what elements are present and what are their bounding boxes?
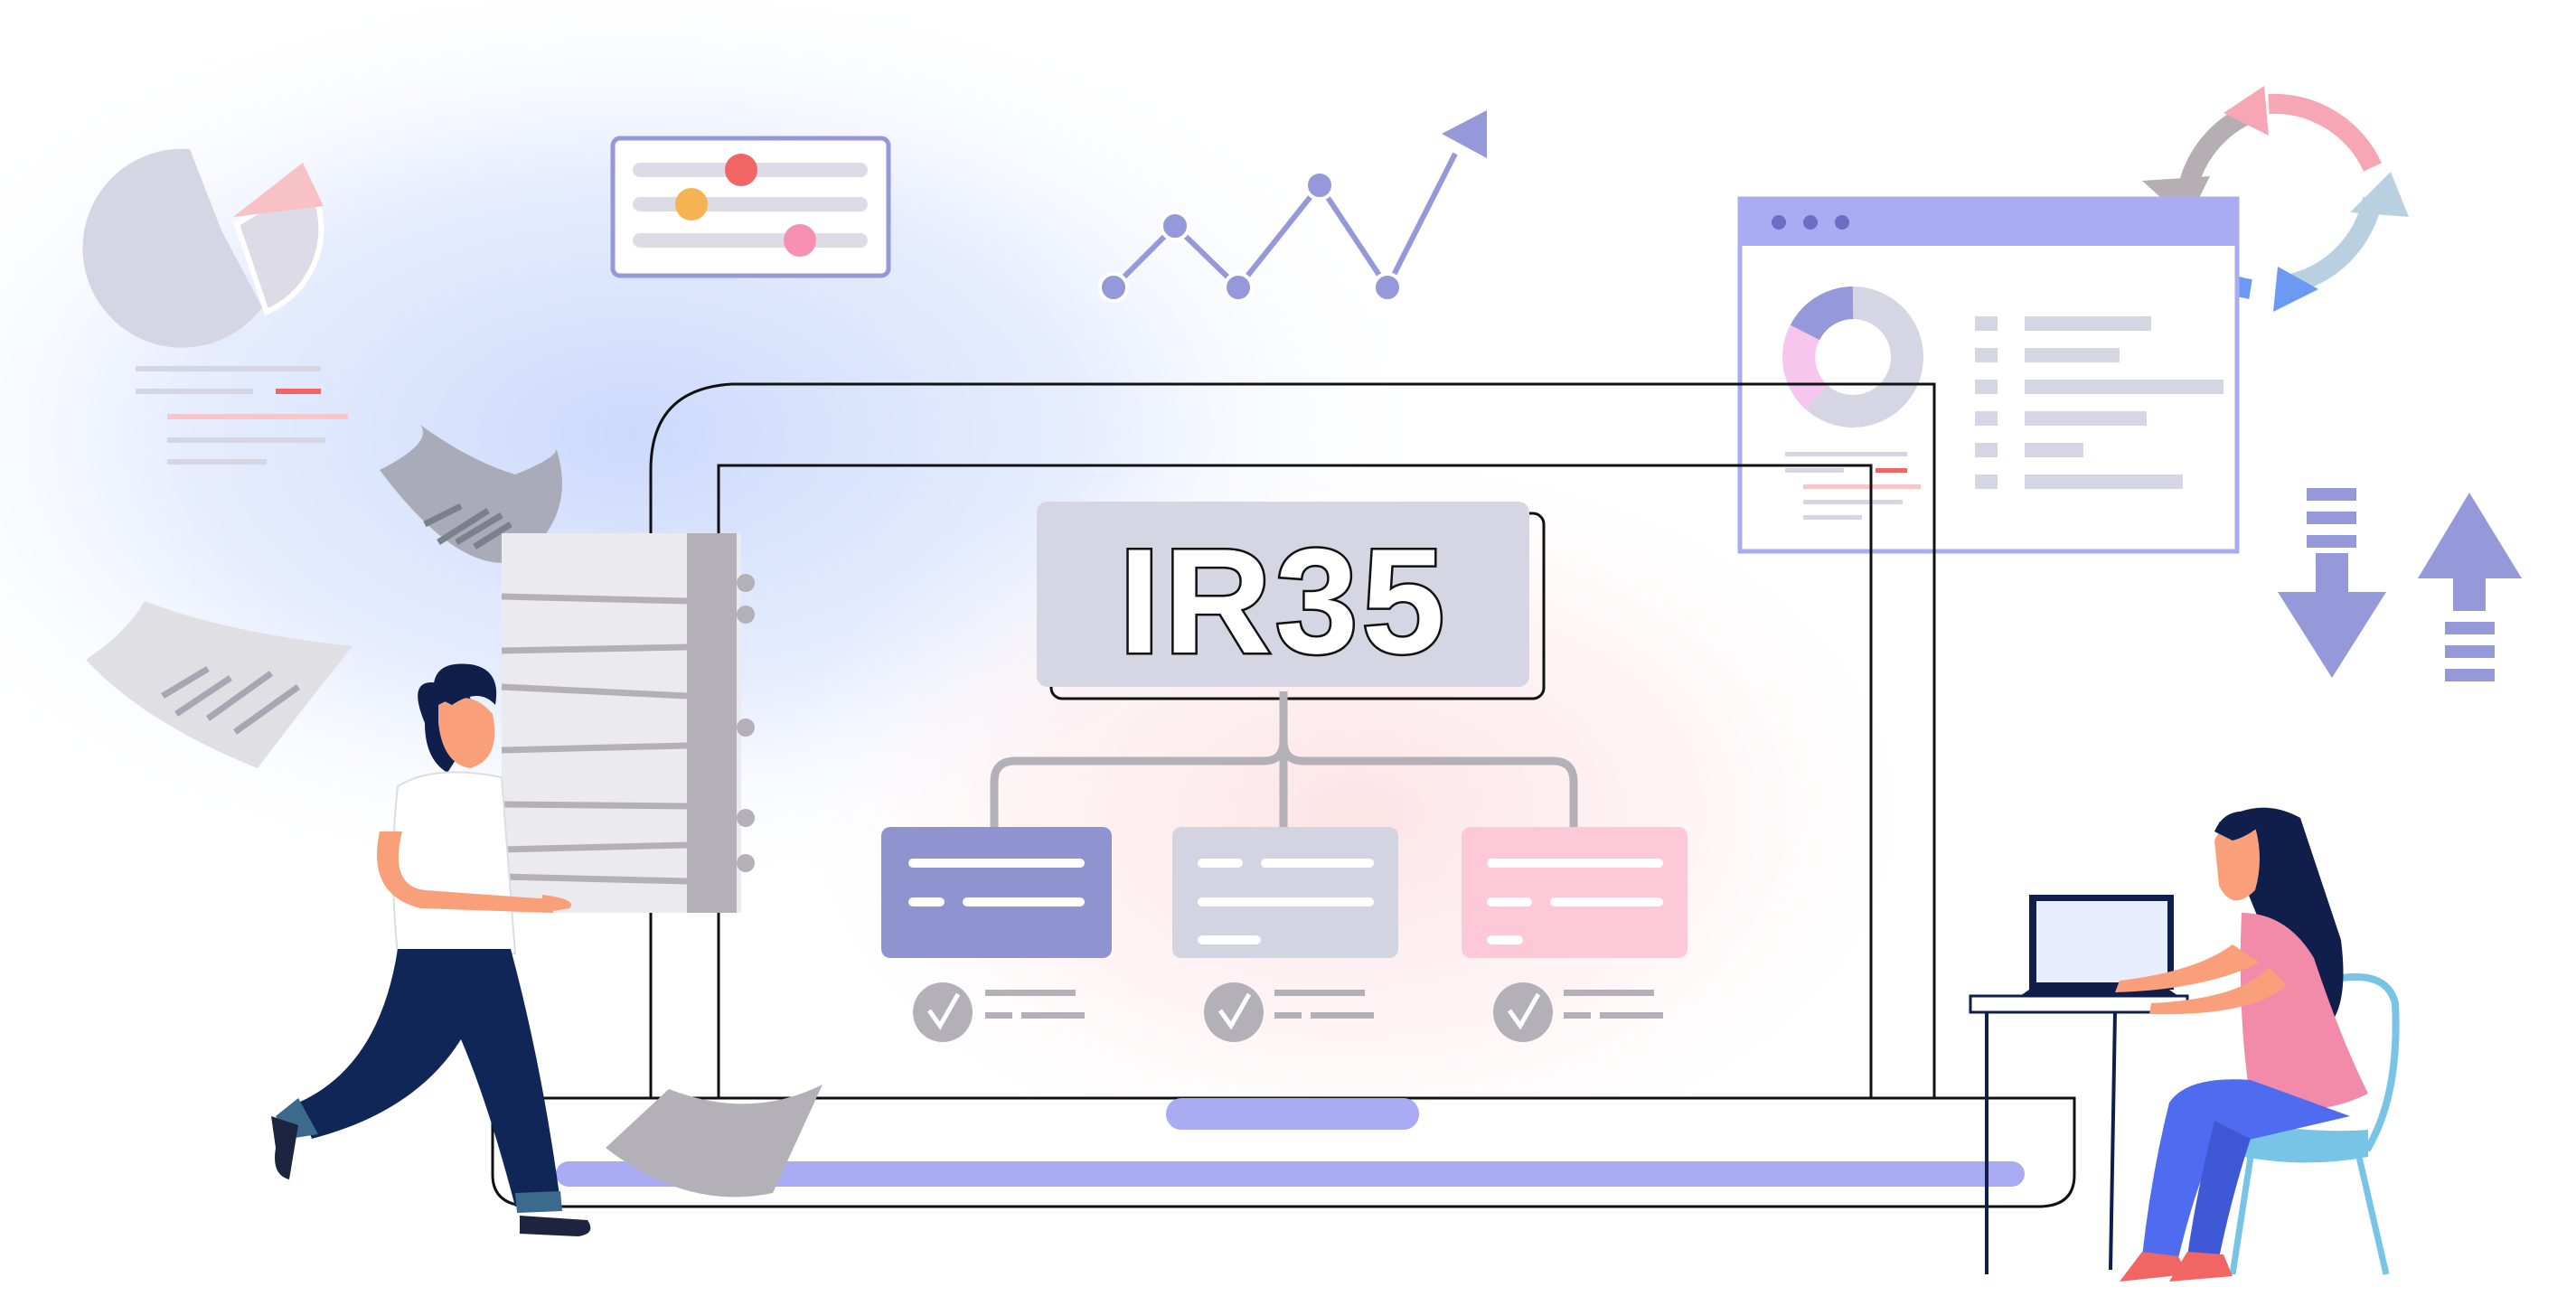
down-arrow-icon xyxy=(2278,488,2386,678)
paper-sheet-icon xyxy=(86,425,562,768)
title-box xyxy=(1037,502,1529,687)
man-figure xyxy=(271,663,591,1236)
up-arrow-icon xyxy=(2418,493,2522,681)
check-icon xyxy=(1493,982,1553,1042)
child-box-3 xyxy=(1462,827,1688,958)
check-icon xyxy=(913,982,973,1042)
org-diagram: IR35 xyxy=(881,502,1688,1042)
paper-sheet-icon xyxy=(606,1085,823,1198)
woman-figure xyxy=(1969,807,2400,1282)
dashboard-window-icon xyxy=(1737,196,2240,554)
slider-panel-icon xyxy=(610,136,891,278)
pie-chart-icon xyxy=(82,148,348,465)
check-row-2 xyxy=(1204,982,1374,1042)
check-row-3 xyxy=(1493,982,1663,1042)
child-box-2 xyxy=(1172,827,1398,958)
diagram-title: IR35 xyxy=(1119,518,1449,684)
document-stack-icon xyxy=(501,533,755,913)
check-icon xyxy=(1204,982,1264,1042)
trend-line-icon xyxy=(1098,110,1487,303)
check-row-1 xyxy=(913,982,1085,1042)
child-box-1 xyxy=(881,827,1112,958)
laptop-icon xyxy=(491,382,2076,1208)
